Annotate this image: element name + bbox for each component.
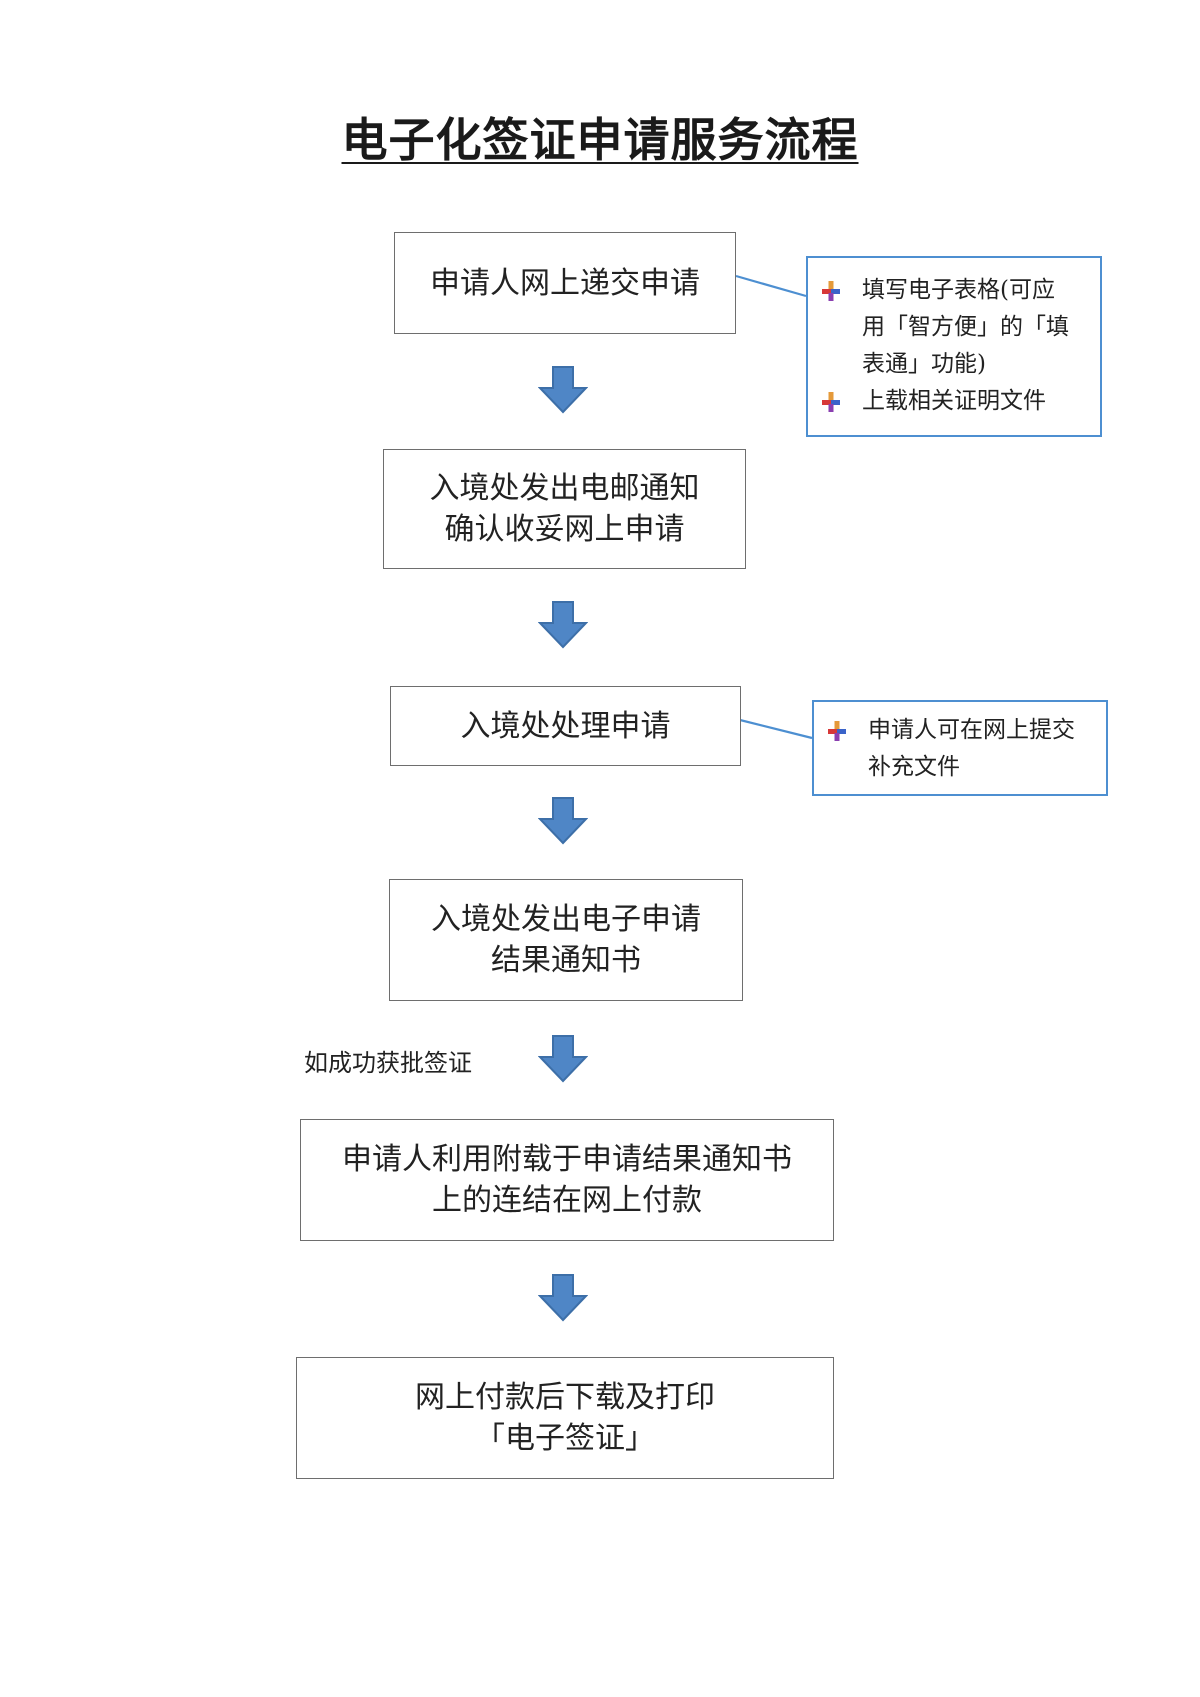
note-item-line: 申请人可在网上提交 [868,717,1075,743]
flow-step-text: 结果通知书 [491,943,641,978]
note-item-line: 用「智方便」的「填 [862,314,1069,340]
flow-step-text: 网上付款后下载及打印 [415,1380,715,1415]
down-arrow-icon [538,1274,588,1322]
connector-line-note-2 [735,717,813,740]
four-color-bullet-icon [828,712,846,749]
note-item: 上载相关证明文件 [808,383,1100,420]
flow-step-process-application: 入境处处理申请 [390,686,741,766]
page-title: 电子化签证申请服务流程 [0,104,1200,170]
flow-step-email-acknowledgement: 入境处发出电邮通知 确认收妥网上申请 [383,449,746,569]
page-title-text: 电子化签证申请服务流程 [341,113,859,167]
note-item-line: 表通」功能) [862,351,986,377]
flow-step-text: 「电子签证」 [475,1421,655,1456]
flow-step-online-payment: 申请人利用附载于申请结果通知书 上的连结在网上付款 [300,1119,834,1241]
down-arrow-icon [538,601,588,649]
note-box-supplementary-documents: 申请人可在网上提交 补充文件 [812,700,1108,796]
flow-step-text: 申请人利用附载于申请结果通知书 [342,1142,792,1177]
flow-step-download-evisa: 网上付款后下载及打印 「电子签证」 [296,1357,834,1479]
note-box-submission-details: 填写电子表格(可应 用「智方便」的「填 表通」功能) 上载相关证明文件 [806,256,1102,437]
note-item-line: 填写电子表格(可应 [862,277,1055,303]
flow-step-text: 入境处发出电邮通知 [429,471,700,506]
note-item-line: 上载相关证明文件 [862,388,1046,414]
flow-step-text: 上的连结在网上付款 [432,1183,702,1218]
connector-line-note-1 [735,274,807,298]
flow-step-text: 确认收妥网上申请 [444,512,685,547]
note-item: 申请人可在网上提交 补充文件 [814,712,1106,786]
flow-step-text: 申请人网上递交申请 [430,265,700,301]
flow-step-submit-application: 申请人网上递交申请 [394,232,736,334]
condition-label: 如成功获批签证 [304,1049,472,1077]
four-color-bullet-icon [822,272,840,309]
note-item-line: 补充文件 [868,754,960,780]
flow-step-text: 入境处发出电子申请 [431,902,701,937]
flow-step-text: 入境处处理申请 [460,708,671,744]
four-color-bullet-icon [822,383,840,420]
down-arrow-icon [538,797,588,845]
down-arrow-icon [538,366,588,414]
flow-step-result-notification: 入境处发出电子申请 结果通知书 [389,879,743,1001]
note-item: 填写电子表格(可应 用「智方便」的「填 表通」功能) [808,272,1100,383]
down-arrow-icon [538,1035,588,1083]
